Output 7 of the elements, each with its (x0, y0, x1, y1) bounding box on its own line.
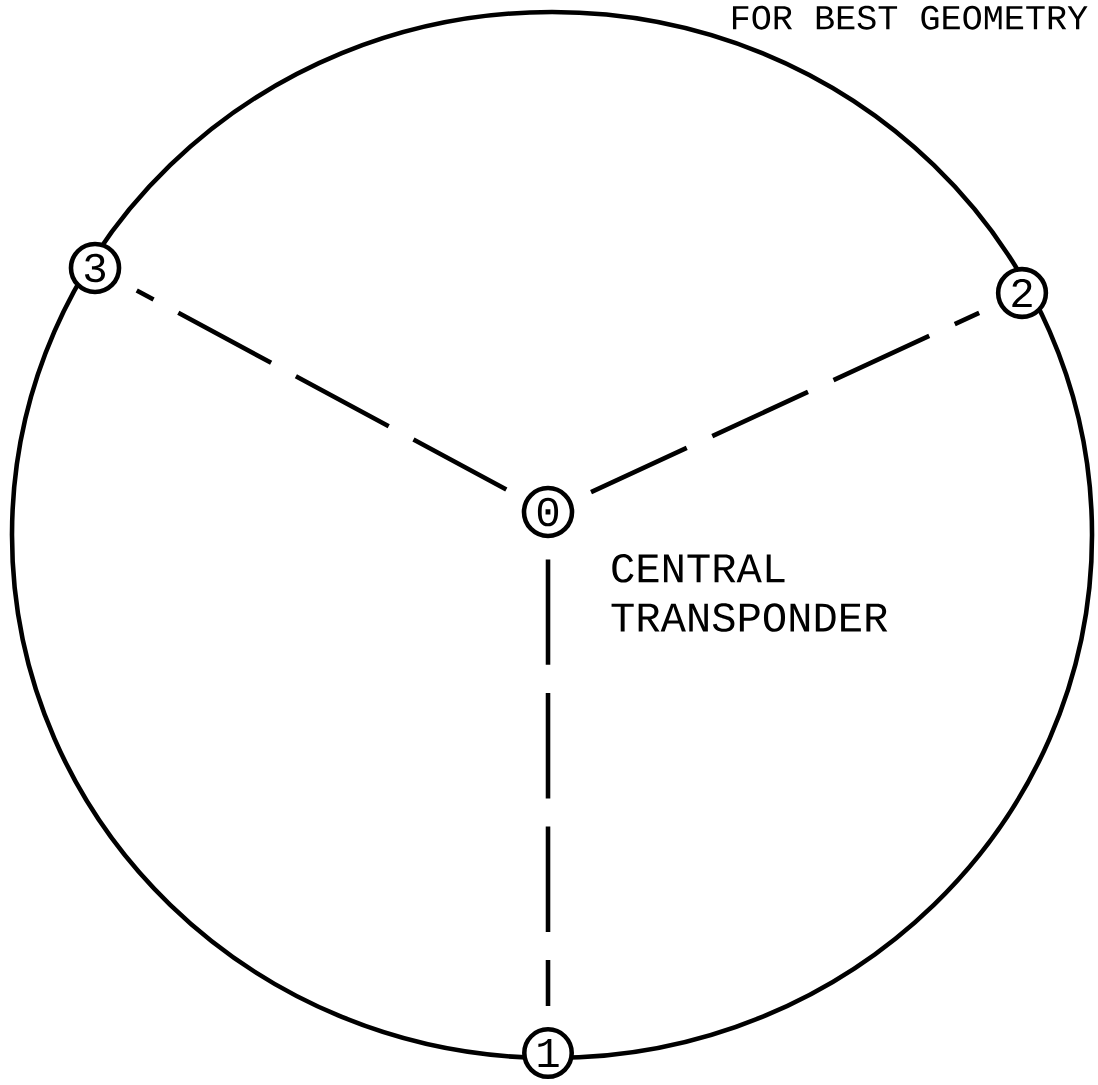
dashed-line (590, 310, 981, 495)
dashed-line (135, 288, 508, 492)
node-label: 2 (1012, 278, 1032, 308)
heading-text: FOR BEST GEOMETRY (726, 2, 1092, 34)
dashed-line (545, 559, 551, 1006)
node-label: 1 (538, 1039, 559, 1067)
transponder-caption: CENTRAL TRANSPONDER (611, 554, 888, 632)
